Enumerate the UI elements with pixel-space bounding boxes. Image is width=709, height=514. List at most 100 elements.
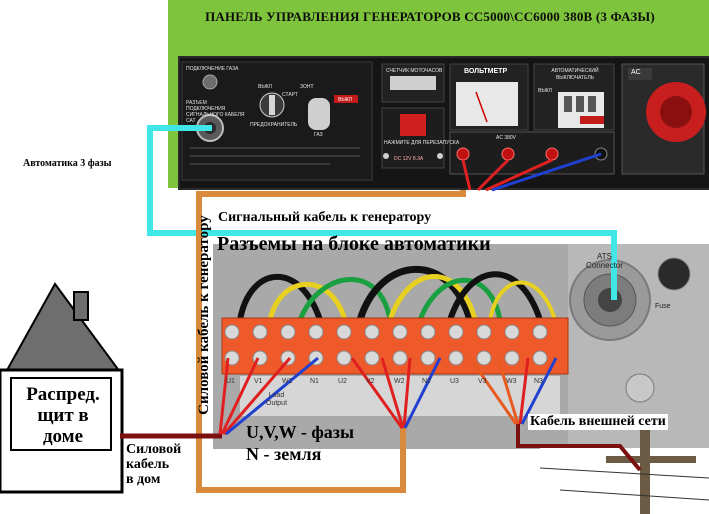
phase-terminal-u bbox=[456, 147, 470, 161]
ac-badge bbox=[628, 68, 652, 80]
house-roof bbox=[4, 282, 122, 373]
phase-wire bbox=[476, 158, 510, 192]
ac-label: AC bbox=[631, 69, 641, 76]
ground-label: N - земля bbox=[246, 444, 322, 464]
house-panel-line1: Распред. bbox=[26, 384, 100, 405]
terminal-screw-icon bbox=[420, 324, 436, 340]
terminal-screw-icon bbox=[280, 350, 296, 366]
power-cable-label-wrap: Силовой кабель к генератору bbox=[170, 195, 212, 435]
terminal-label: W1 bbox=[282, 378, 293, 385]
signal-socket-label: РАЗЪЕМ ПОДКЛЮЧЕНИЯ СИГНАЛЬНОГО КАБЕЛЯ СА… bbox=[186, 100, 245, 124]
terminal-label: N2 bbox=[422, 378, 431, 385]
gas-inlet-icon bbox=[202, 74, 218, 90]
reset-label: НАЖМИТЕ ДЛЯ ПЕРЕЗАПУСКА bbox=[384, 140, 460, 146]
hour-meter-display bbox=[390, 76, 436, 90]
phase-wire bbox=[461, 159, 472, 191]
terminal-label: U1 bbox=[226, 378, 235, 385]
terminal-screw-icon bbox=[364, 350, 380, 366]
terminal-label: V3 bbox=[478, 378, 487, 385]
voltmeter-needle bbox=[475, 91, 488, 123]
neutral-wire bbox=[491, 152, 602, 192]
house-chimney bbox=[73, 291, 89, 321]
external-cable bbox=[516, 424, 642, 472]
phase-terminal-w bbox=[545, 147, 559, 161]
fuse-icon bbox=[657, 257, 691, 291]
gas-bottle-icon bbox=[308, 98, 330, 130]
terminal-label: U3 bbox=[450, 378, 459, 385]
terminal-label: W3 bbox=[506, 378, 517, 385]
house-panel-label: Распред. щит в доме bbox=[8, 384, 118, 447]
terminal-screw-icon bbox=[308, 324, 324, 340]
wire-loop bbox=[387, 274, 478, 321]
signal-cable bbox=[147, 125, 617, 300]
minus-terminal-icon bbox=[437, 153, 443, 159]
terminal-screw-icon bbox=[364, 324, 380, 340]
terminal-label: N3 bbox=[534, 378, 543, 385]
signal-cable-label: Сигнальный кабель к генератору bbox=[218, 210, 432, 225]
external-network-label: Кабель внешней сети bbox=[528, 414, 668, 430]
wire-loop bbox=[488, 280, 557, 321]
wire-loop bbox=[447, 271, 543, 321]
external-input-wires bbox=[468, 357, 558, 425]
generator-input-wires bbox=[350, 357, 442, 429]
terminal-screw-icon bbox=[448, 350, 464, 366]
house-panel-line2: щит в bbox=[37, 405, 89, 426]
breaker-off-label: ВЫКЛ bbox=[538, 88, 552, 94]
ground-lug-icon bbox=[625, 373, 655, 403]
ats-label-line1: ATS bbox=[596, 252, 612, 261]
fuse-label: Fuse bbox=[655, 303, 671, 310]
dc-label: DC 12V 8.3A bbox=[394, 156, 424, 162]
start-label: СТАРТ bbox=[282, 92, 298, 98]
reset-button bbox=[400, 114, 426, 136]
gas-connection-label: ПОДКЛЮЧЕНИЕ ГАЗА bbox=[186, 66, 239, 72]
power-cable bbox=[196, 190, 466, 493]
terminal-screw-icon bbox=[532, 350, 548, 366]
off-label: ВЫКЛ bbox=[258, 84, 272, 90]
terminal-screws bbox=[224, 324, 548, 366]
plus-terminal-icon bbox=[383, 153, 389, 159]
terminal-screw-icon bbox=[224, 324, 240, 340]
house-panel-line3: доме bbox=[42, 426, 84, 447]
gas-label: ГАЗ bbox=[314, 132, 323, 138]
terminal-screw-icon bbox=[504, 324, 520, 340]
wire-loop bbox=[297, 277, 393, 321]
house-cable-line3: в дом bbox=[126, 472, 161, 487]
ats-label-line2: Connector bbox=[586, 261, 623, 270]
terminal-screw-icon bbox=[280, 324, 296, 340]
phases-label: U,V,W - фазы bbox=[246, 422, 355, 442]
terminal-screw-icon bbox=[392, 350, 408, 366]
fuse-label-panel: ПРЕДОХРАНИТЕЛЬ bbox=[250, 122, 298, 128]
phase-terminal-v bbox=[501, 147, 515, 161]
power-cable-label: Силовой кабель к генератору bbox=[196, 215, 212, 415]
panel-title: ПАНЕЛЬ УПРАВЛЕНИЯ ГЕНЕРАТОРОВ СС5000\СС6… bbox=[205, 9, 655, 24]
terminal-label: U2 bbox=[338, 378, 347, 385]
load-output-label: Load Output bbox=[266, 392, 288, 407]
house-panel-box bbox=[10, 377, 112, 451]
house-cable-label: Силовой кабель в дом bbox=[126, 442, 181, 487]
breaker-off-badge bbox=[580, 116, 604, 124]
house-cable-line2: кабель bbox=[126, 457, 170, 472]
load-output-wires bbox=[218, 356, 319, 436]
utility-pole bbox=[640, 430, 650, 514]
terminal-screw-icon bbox=[504, 350, 520, 366]
breaker-lever bbox=[588, 96, 596, 112]
terminal-screw-icon bbox=[252, 324, 268, 340]
automation-3-phase-label: Автоматика 3 фазы bbox=[23, 158, 112, 169]
terminal-screw-icon bbox=[420, 350, 436, 366]
voltmeter-dial bbox=[456, 82, 518, 126]
choke-label: ЗОНТ bbox=[300, 84, 314, 90]
house-cable-line1: Силовой bbox=[126, 442, 182, 457]
ac380-label: AC 380V bbox=[496, 135, 517, 141]
terminal-label: V1 bbox=[254, 378, 263, 385]
power-socket-core-icon bbox=[660, 96, 692, 128]
breaker-label: АВТОМАТИЧЕСКИЙ ВЫКЛЮЧАТЕЛЬ bbox=[551, 68, 599, 81]
terminal-label: N1 bbox=[310, 378, 319, 385]
hour-meter-label: СЧЕТЧИК МОТОЧАСОВ bbox=[386, 68, 443, 74]
terminal-screw-icon bbox=[476, 324, 492, 340]
pole-crossarm bbox=[606, 456, 696, 463]
voltmeter-label: ВОЛЬТМЕТР bbox=[464, 68, 508, 75]
terminal-screw-icon bbox=[336, 350, 352, 366]
terminal-screw-icon bbox=[336, 324, 352, 340]
